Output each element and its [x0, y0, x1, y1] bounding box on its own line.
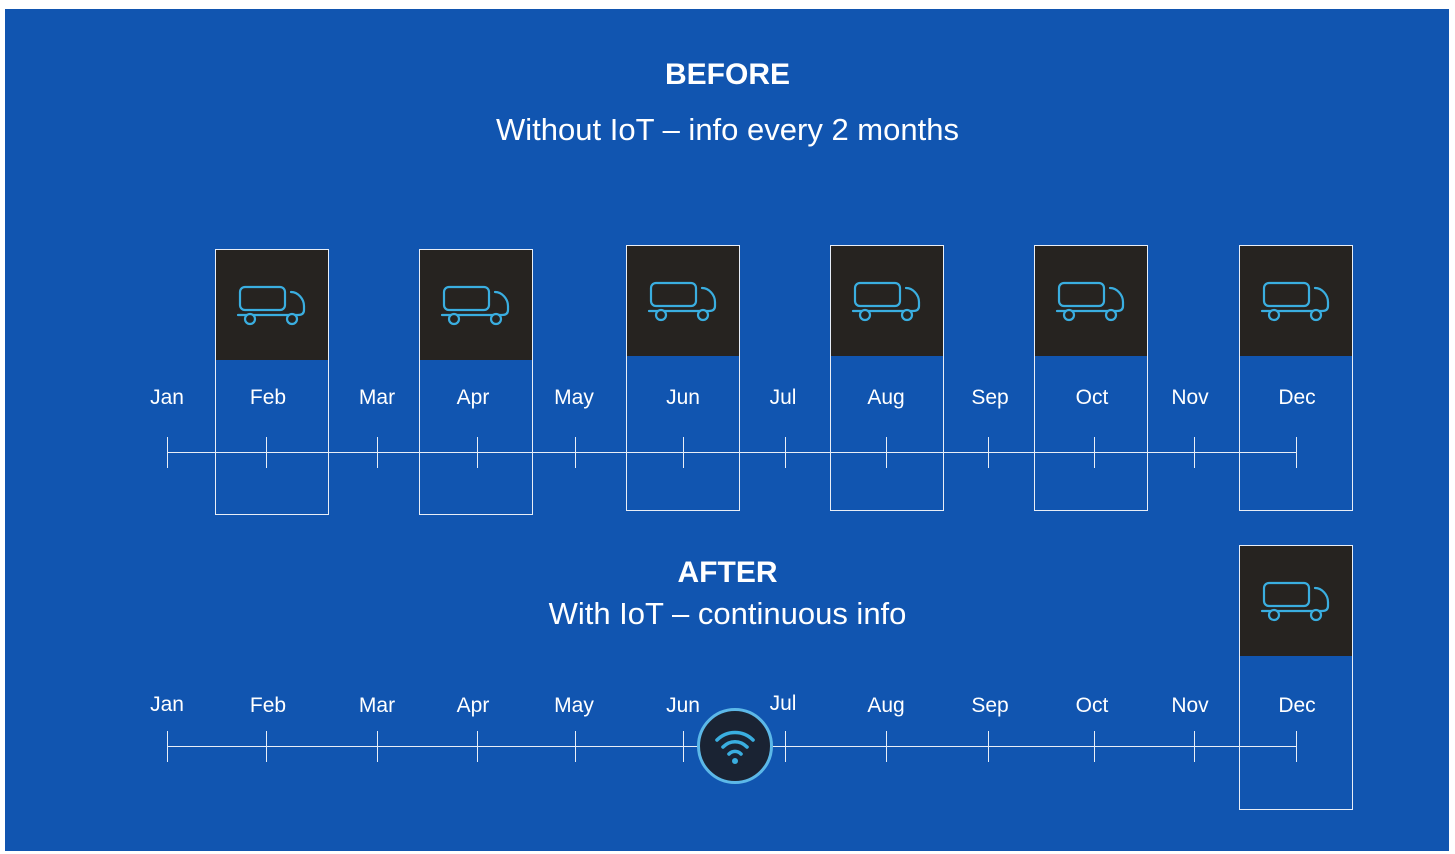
before-tick-mar [377, 437, 378, 468]
before-tick-jul [785, 437, 786, 468]
before-month-label: Jan [150, 386, 184, 409]
after-tick-nov [1194, 731, 1195, 762]
after-tick-oct [1094, 731, 1095, 762]
before-box-header-aug [831, 246, 943, 356]
before-box-aug [830, 245, 944, 511]
after-month-label: Jul [769, 692, 797, 715]
before-box-oct [1034, 245, 1148, 511]
truck-icon [440, 284, 512, 326]
after-tick-mar [377, 731, 378, 762]
before-month-label: Feb [249, 386, 287, 409]
after-tick-dec [1296, 731, 1297, 762]
truck-icon [1260, 280, 1332, 322]
before-tick-may [575, 437, 576, 468]
before-month-label: Jun [666, 386, 700, 409]
before-tick-sep [988, 437, 989, 468]
before-tick-feb [266, 437, 267, 468]
after-box-dec [1239, 545, 1353, 810]
after-box-header-dec [1240, 546, 1352, 656]
after-month-label: Aug [867, 694, 905, 717]
before-box-dec [1239, 245, 1353, 511]
before-box-header-dec [1240, 246, 1352, 356]
truck-icon [1260, 580, 1332, 622]
before-month-label: Aug [867, 386, 905, 409]
after-month-label: May [554, 694, 594, 717]
before-month-label: Jul [769, 386, 797, 409]
after-tick-jun [683, 731, 684, 762]
after-month-label: Feb [249, 694, 287, 717]
after-month-label: Jun [666, 694, 700, 717]
truck-icon [851, 280, 923, 322]
after-tick-apr [477, 731, 478, 762]
before-box-apr [419, 249, 533, 515]
before-box-header-feb [216, 250, 328, 360]
before-box-header-oct [1035, 246, 1147, 356]
before-box-header-apr [420, 250, 532, 360]
before-month-label: Apr [456, 386, 490, 409]
before-month-label: Mar [358, 386, 396, 409]
before-tick-apr [477, 437, 478, 468]
truck-icon [236, 284, 308, 326]
before-tick-oct [1094, 437, 1095, 468]
after-tick-may [575, 731, 576, 762]
after-tick-aug [886, 731, 887, 762]
before-tick-jan [167, 437, 168, 468]
after-month-label: Dec [1278, 694, 1316, 717]
after-tick-feb [266, 731, 267, 762]
before-month-label: May [554, 386, 594, 409]
after-subtitle: With IoT – continuous info [548, 596, 907, 631]
before-tick-aug [886, 437, 887, 468]
truck-icon [647, 280, 719, 322]
wifi-icon [697, 708, 773, 784]
before-box-jun [626, 245, 740, 511]
after-heading: AFTER [677, 556, 778, 589]
after-month-label: Sep [971, 694, 1009, 717]
before-month-label: Oct [1075, 386, 1109, 409]
after-month-label: Jan [150, 693, 184, 716]
before-tick-dec [1296, 437, 1297, 468]
after-month-label: Nov [1171, 694, 1209, 717]
after-tick-jan [167, 731, 168, 762]
before-box-header-jun [627, 246, 739, 356]
before-month-label: Sep [971, 386, 1009, 409]
truck-icon [1055, 280, 1127, 322]
before-box-feb [215, 249, 329, 515]
before-heading: BEFORE [664, 58, 790, 91]
before-timeline-axis [167, 452, 1297, 453]
before-subtitle: Without IoT – info every 2 months [496, 112, 959, 147]
after-month-label: Oct [1075, 694, 1109, 717]
before-month-label: Dec [1278, 386, 1316, 409]
before-month-label: Nov [1171, 386, 1209, 409]
before-tick-nov [1194, 437, 1195, 468]
before-tick-jun [683, 437, 684, 468]
after-tick-jul [785, 731, 786, 762]
after-tick-sep [988, 731, 989, 762]
after-month-label: Apr [456, 694, 490, 717]
after-month-label: Mar [358, 694, 396, 717]
